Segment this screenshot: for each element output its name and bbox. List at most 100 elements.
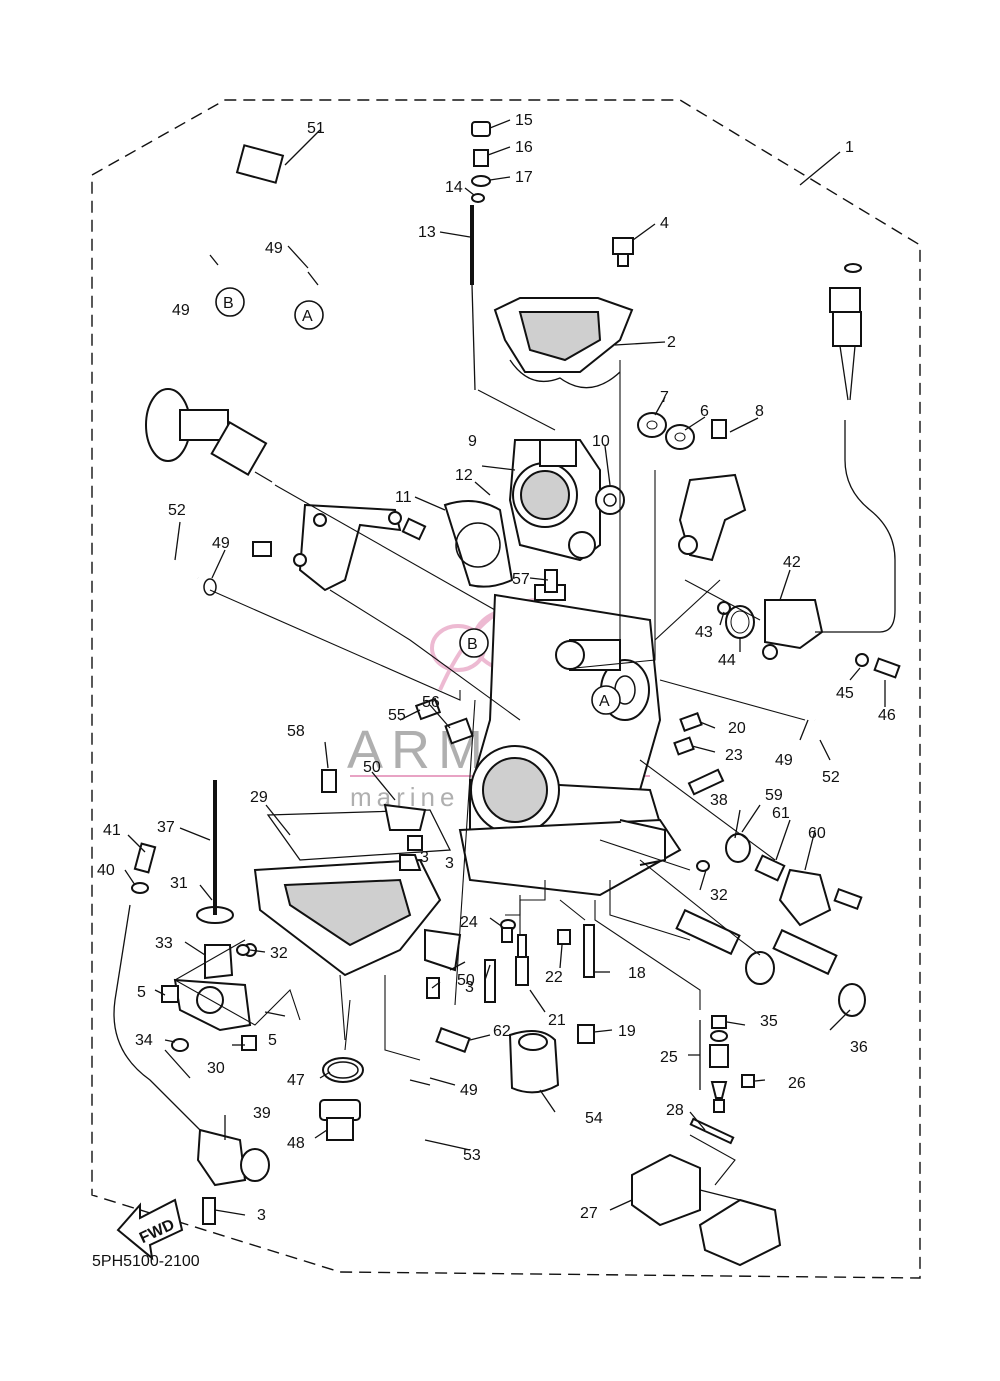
callout-31: 31	[170, 875, 188, 892]
reference-marker-a-body: A	[591, 685, 621, 715]
callout-50-a: 50	[363, 759, 381, 776]
callout-21: 21	[548, 1012, 566, 1029]
callout-33: 33	[155, 935, 173, 952]
callout-26: 26	[788, 1075, 806, 1092]
leader-lines	[124, 119, 886, 1216]
throttle-position-sensor	[717, 263, 901, 679]
callout-58: 58	[287, 723, 305, 740]
bracket-screw	[252, 517, 427, 557]
hose-52-left	[154, 567, 199, 780]
callout-19: 19	[618, 1023, 636, 1040]
callout-10: 10	[592, 433, 610, 450]
callout-29: 29	[250, 789, 268, 806]
needle-valve-set	[709, 1015, 755, 1113]
callout-46: 46	[878, 707, 896, 724]
throttle-gasket	[443, 500, 514, 588]
accelerator-pump	[687, 768, 863, 927]
pilot-screws	[675, 908, 866, 1017]
callout-5-b: 5	[268, 1032, 277, 1049]
callout-14: 14	[445, 179, 463, 196]
callout-9: 9	[468, 433, 477, 450]
svg-text:B: B	[223, 295, 234, 312]
reference-marker-a-top: A	[294, 300, 324, 330]
throttle-lever	[678, 419, 747, 562]
hose-52-right	[814, 719, 896, 960]
callout-34: 34	[135, 1032, 153, 1049]
callout-50-b: 50	[457, 972, 475, 989]
forward-direction-arrow: FWD	[116, 1198, 184, 1261]
callout-57: 57	[512, 571, 530, 588]
callout-48: 48	[287, 1135, 305, 1152]
callout-3-d: 3	[420, 849, 429, 866]
callout-45: 45	[836, 685, 854, 702]
callout-22: 22	[545, 969, 563, 986]
callout-52-a: 52	[168, 502, 186, 519]
cover-cap-54	[508, 1030, 560, 1094]
callout-24: 24	[460, 914, 478, 931]
callout-55: 55	[388, 707, 406, 724]
callout-5-a: 5	[137, 984, 146, 1001]
callout-59: 59	[765, 787, 783, 804]
carburetor-body	[458, 584, 682, 897]
washers-6-7	[637, 412, 695, 450]
callout-16: 16	[515, 139, 533, 156]
relationship-lines	[173, 360, 806, 1186]
callout-60: 60	[808, 825, 826, 842]
callout-28: 28	[666, 1102, 684, 1119]
callout-15: 15	[515, 112, 533, 129]
callout-40: 40	[97, 862, 115, 879]
svg-text:A: A	[599, 693, 610, 710]
cable-bracket	[293, 503, 402, 592]
screw-20	[679, 712, 703, 732]
callout-49-b: 49	[265, 240, 283, 257]
callout-20: 20	[728, 720, 746, 737]
callout-27: 27	[580, 1205, 598, 1222]
callout-53: 53	[463, 1147, 481, 1164]
callout-49-d: 49	[775, 752, 793, 769]
callout-62: 62	[493, 1023, 511, 1040]
float-assembly	[161, 780, 257, 1052]
jet-needle-stack	[470, 121, 491, 391]
callout-18: 18	[628, 965, 646, 982]
callout-30: 30	[207, 1060, 225, 1077]
callout-25: 25	[660, 1049, 678, 1066]
callout-39: 39	[253, 1105, 271, 1122]
callout-8: 8	[755, 403, 764, 420]
callout-49-c: 49	[212, 535, 230, 552]
screw-23	[673, 736, 695, 756]
assembly-boundary	[91, 99, 921, 1279]
callout-52-b: 52	[822, 769, 840, 786]
callout-41: 41	[103, 822, 121, 839]
callout-11: 11	[395, 489, 412, 506]
diagram-code: 5PH5100-2100	[92, 1253, 200, 1270]
reference-marker-b-top: B	[215, 287, 245, 317]
vent-hose-assembly	[137, 144, 373, 465]
jet-set	[484, 919, 595, 1044]
screw-3-bottom	[202, 1197, 216, 1225]
callout-32-a: 32	[270, 945, 288, 962]
callout-43: 43	[695, 624, 713, 641]
drain-plug	[319, 1057, 364, 1141]
callout-12: 12	[455, 467, 473, 484]
svg-text:A: A	[302, 308, 313, 325]
misc-small-parts	[203, 569, 710, 1053]
callout-47: 47	[287, 1072, 305, 1089]
callout-42: 42	[783, 554, 801, 571]
callout-35: 35	[760, 1013, 778, 1030]
float-27	[631, 1153, 782, 1267]
callout-13: 13	[418, 224, 436, 241]
callout-4: 4	[660, 215, 669, 232]
callout-61: 61	[772, 805, 790, 822]
callout-54: 54	[585, 1110, 603, 1127]
callout-32-b: 32	[710, 887, 728, 904]
callout-2: 2	[667, 334, 676, 351]
throttle-body-cover	[508, 439, 601, 562]
callout-38: 38	[710, 792, 728, 809]
callout-56: 56	[422, 694, 440, 711]
callout-49-a: 49	[172, 302, 190, 319]
callout-3-a: 3	[445, 855, 454, 872]
svg-text:B: B	[467, 636, 478, 653]
callout-1: 1	[845, 139, 854, 156]
callout-17: 17	[515, 169, 533, 186]
